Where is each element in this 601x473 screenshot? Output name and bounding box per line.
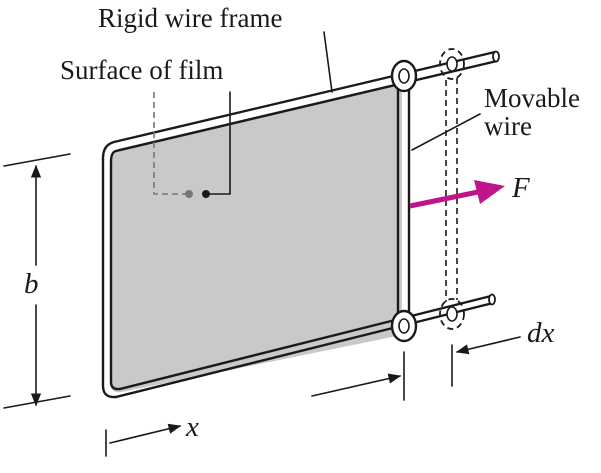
- label-surface-of-film: Surface of film: [60, 55, 223, 85]
- top-rod-end: [492, 50, 500, 63]
- label-force: F: [511, 172, 530, 204]
- movable-wire: [390, 59, 418, 343]
- frame-left-side: [101, 140, 118, 399]
- dimension-dx: [451, 336, 521, 387]
- label-wire: wire: [484, 111, 532, 141]
- label-movable: Movable: [484, 83, 580, 113]
- frame-top-rod: [112, 50, 497, 144]
- dimension-x: [105, 351, 405, 457]
- frame-leader: [323, 31, 333, 93]
- frame-top-rod-inner: [114, 59, 499, 153]
- displaced-wire: [439, 48, 465, 330]
- frame-bottom-rod: [114, 301, 495, 399]
- soap-film: [110, 82, 402, 393]
- label-x: x: [185, 411, 199, 443]
- dimension-b: [3, 153, 71, 409]
- frame-bottom-rod-inner: [118, 294, 493, 391]
- label-b: b: [24, 268, 39, 300]
- movable-leader: [411, 113, 481, 151]
- label-rigid-wire-frame: Rigid wire frame: [98, 3, 282, 33]
- surface-pointers: [153, 91, 231, 198]
- force-arrow: [409, 180, 505, 209]
- label-dx: dx: [527, 317, 555, 349]
- bottom-rod-end: [488, 293, 496, 306]
- frame-left-side-inner: [109, 149, 122, 391]
